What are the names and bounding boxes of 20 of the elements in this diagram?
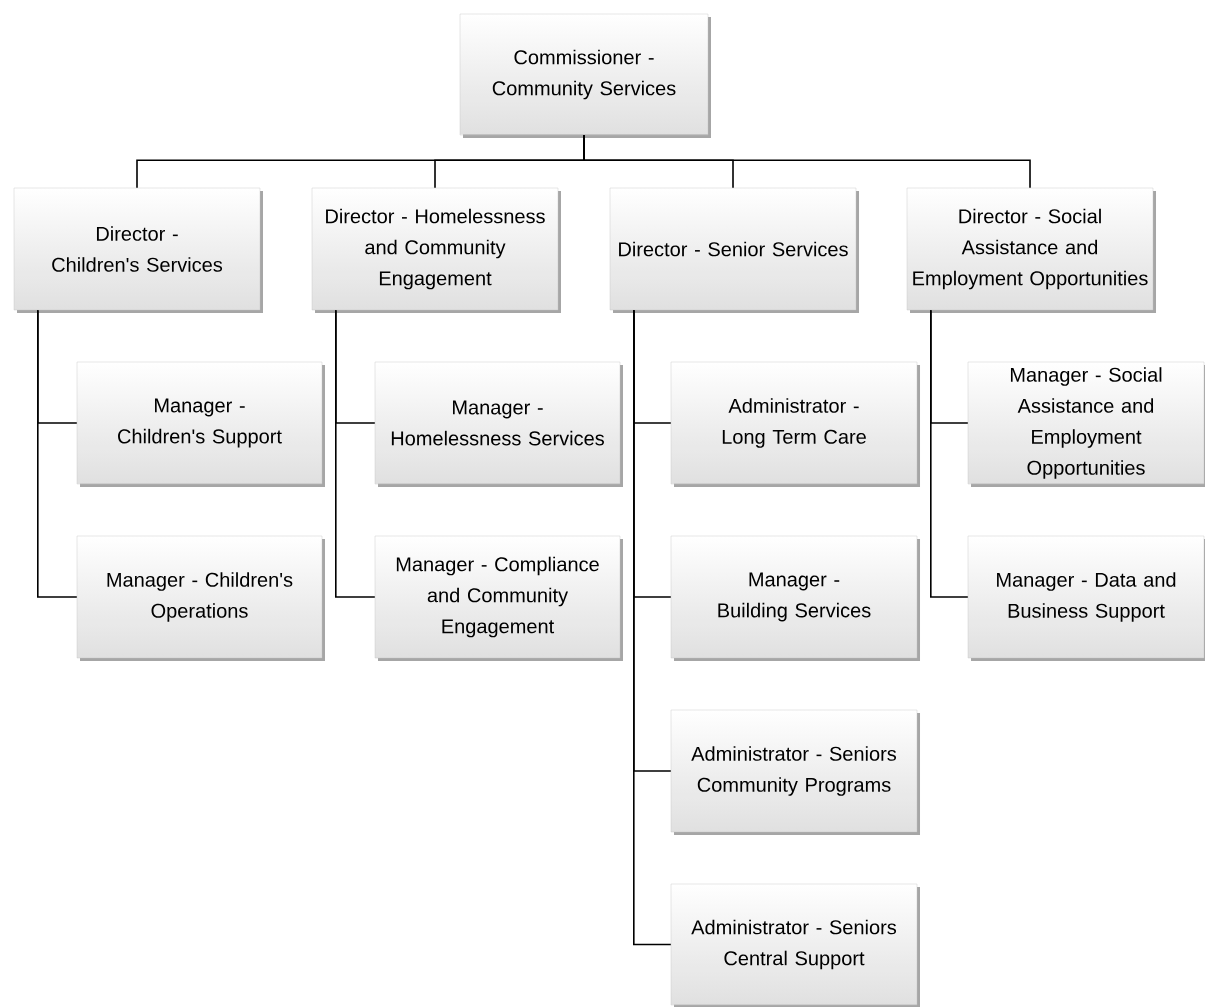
connector-line (583, 134, 1031, 189)
connector-line (930, 309, 969, 598)
connector-line (633, 309, 672, 946)
org-box: Director - Social Assistance and Employment Opportunities (906, 187, 1156, 313)
org-box: Manager - Children's Support (76, 361, 325, 487)
org-box: Director - Homelessness and Community Engagement (311, 187, 561, 313)
org-box: Manager - Homelessness Services (374, 361, 623, 487)
org-box: Manager - Building Services (670, 535, 920, 661)
org-box: Manager - Data and Business Support (967, 535, 1205, 661)
connector-line (37, 309, 78, 598)
org-box: Director - Children's Services (13, 187, 263, 313)
connector-line (335, 309, 376, 598)
org-box: Commissioner - Community Services (459, 13, 711, 138)
org-box: Administrator - Seniors Community Programs (670, 709, 920, 835)
org-box: Administrator - Seniors Central Support (670, 883, 920, 1007)
org-box: Manager - Social Assistance and Employment Opportunities (967, 361, 1205, 487)
org-box: Director - Senior Services (609, 187, 859, 313)
org-box: Manager - Compliance and Community Engagement (374, 535, 623, 661)
org-box: Manager - Children's Operations (76, 535, 325, 661)
org-box: Administrator - Long Term Care (670, 361, 920, 487)
